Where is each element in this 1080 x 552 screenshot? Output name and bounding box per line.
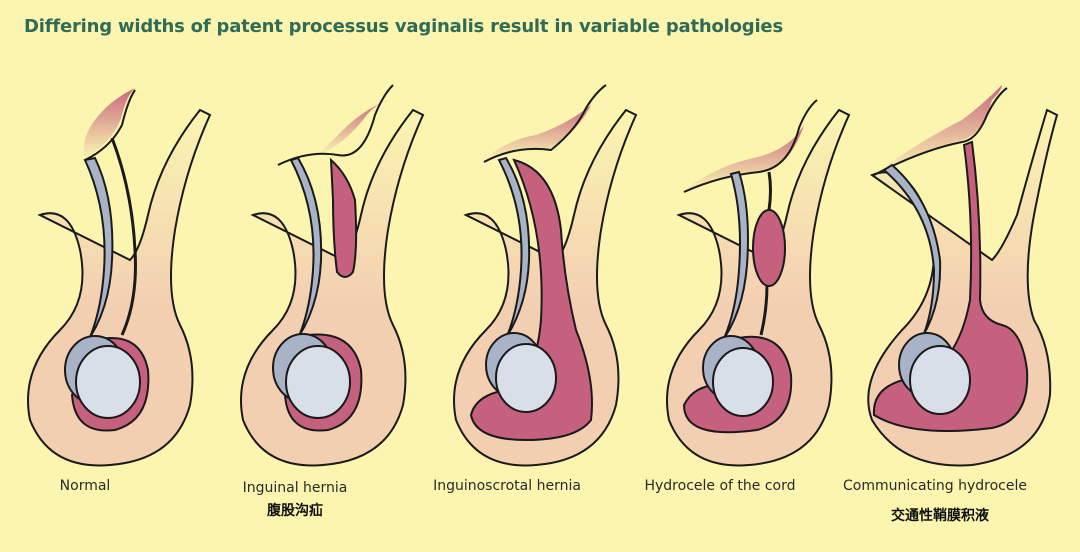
page-title: Differing widths of patent processus vag… xyxy=(24,16,783,37)
label-inguinoscrotal-hernia: Inguinoscrotal hernia xyxy=(433,478,581,494)
hernia-sac xyxy=(469,158,593,442)
sublabel-inguinal-hernia: 腹股沟疝 xyxy=(267,503,323,519)
abdominal-wall xyxy=(277,84,394,166)
label-normal: Normal xyxy=(59,478,111,494)
peritoneum-top xyxy=(877,85,1002,172)
label-inguinal-hernia: Inguinal hernia xyxy=(242,480,348,496)
abdominal-wall xyxy=(483,84,607,163)
processus-vaginalis-obliterated xyxy=(110,137,137,336)
sublabel-communicating-hydrocele: 交通性鞘膜积液 xyxy=(891,508,989,524)
abdominal-wall xyxy=(683,99,818,193)
testis xyxy=(285,345,351,419)
label-communicating-hydrocele: Communicating hydrocele xyxy=(843,478,1027,494)
processus-vaginalis-obliterated xyxy=(759,171,772,336)
testis xyxy=(712,347,774,417)
label-hydrocele-of-the-cord: Hydrocele of the cord xyxy=(644,478,796,494)
testis xyxy=(909,345,971,415)
hernia-sac xyxy=(329,157,358,278)
peritoneum-top xyxy=(684,125,804,190)
peritoneum-top xyxy=(83,88,135,158)
panel-inguinal-hernia xyxy=(240,84,425,467)
peritoneum-top xyxy=(484,105,591,160)
testis xyxy=(495,343,557,413)
panel-hydrocele-of-the-cord xyxy=(666,99,851,467)
panel-normal xyxy=(27,88,212,467)
abdominal-wall xyxy=(84,89,136,161)
cord-hydrocele xyxy=(752,209,786,287)
abdominal-wall xyxy=(873,87,1008,176)
testis xyxy=(75,345,141,419)
panel-inguinoscrotal-hernia xyxy=(453,84,638,467)
peritoneum-top xyxy=(318,100,388,155)
patent-processus-vaginalis xyxy=(872,140,1029,432)
panel-communicating-hydrocele xyxy=(867,85,1059,467)
